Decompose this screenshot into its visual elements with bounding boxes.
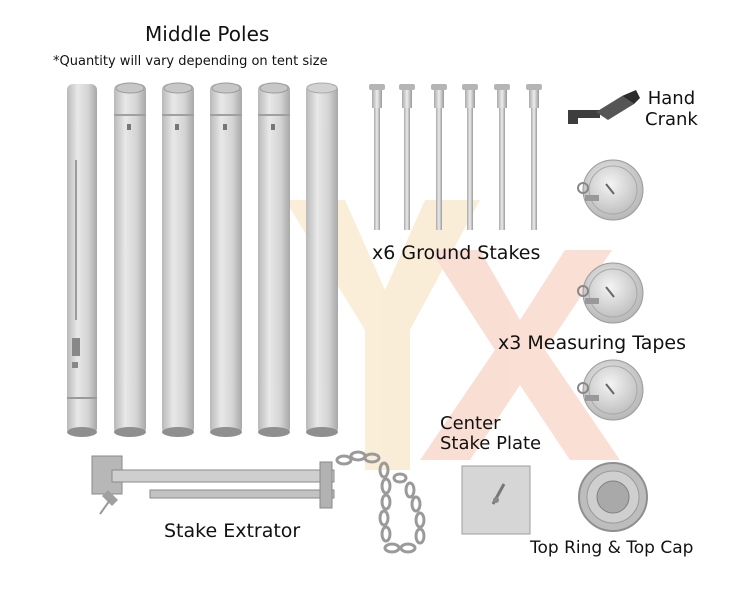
pole-3 — [162, 82, 194, 437]
ground-stake-4 — [462, 84, 478, 230]
center-stake-plate-label-line1: Center — [440, 413, 501, 434]
chain — [335, 450, 426, 554]
ground-stake-3 — [431, 84, 447, 230]
ground-stake-5 — [494, 84, 510, 230]
measuring-tape-3 — [577, 359, 644, 421]
measuring-tapes-label: x3 Measuring Tapes — [498, 332, 687, 354]
hand-crank-label-line2: Crank — [645, 109, 698, 130]
ground-stake-2 — [399, 84, 415, 230]
stake-extractor-label: Stake Extrator — [164, 520, 301, 542]
ground-stake-1 — [369, 84, 385, 230]
pole-6 — [306, 82, 338, 437]
hand-crank-label: Hand Crank — [645, 88, 698, 130]
middle-poles — [67, 82, 338, 437]
hand-crank-label-line1: Hand — [647, 88, 696, 109]
ground-stakes-label: x6 Ground Stakes — [372, 242, 541, 264]
pole-4 — [210, 82, 242, 437]
quantity-note: *Quantity will vary depending on tent si… — [53, 54, 328, 69]
center-stake-plate-label: Center Stake Plate — [440, 414, 541, 454]
ground-stakes — [369, 84, 542, 230]
center-stake-plate — [461, 465, 531, 535]
measuring-tape-1 — [577, 159, 644, 221]
stake-extractor — [91, 455, 335, 515]
pole-1 — [67, 84, 97, 437]
pole-2 — [114, 82, 146, 437]
middle-poles-label: Middle Poles — [145, 22, 270, 46]
ground-stake-6 — [526, 84, 542, 230]
hand-crank — [568, 90, 640, 124]
pole-5 — [258, 82, 290, 437]
top-ring-label: Top Ring & Top Cap — [530, 538, 694, 558]
measuring-tapes — [577, 159, 644, 421]
center-stake-plate-label-line2: Stake Plate — [440, 433, 542, 454]
top-ring-and-cap — [578, 462, 648, 532]
measuring-tape-2 — [577, 262, 644, 324]
